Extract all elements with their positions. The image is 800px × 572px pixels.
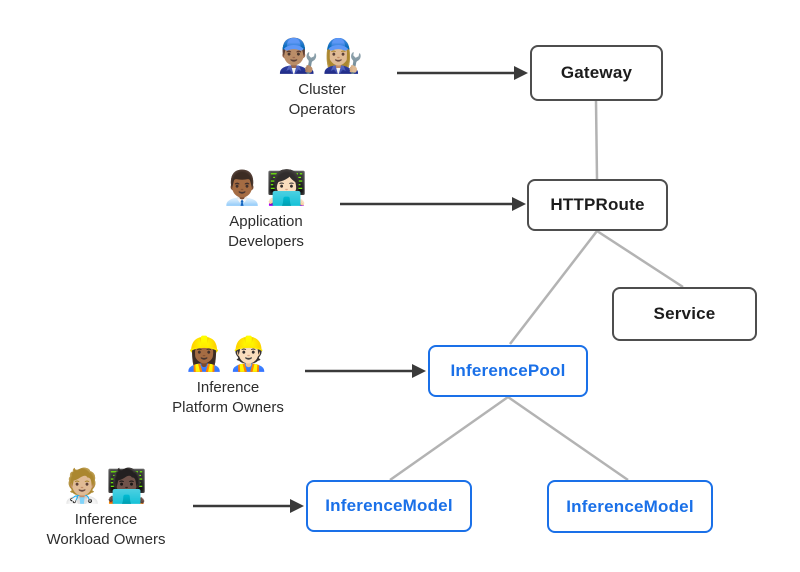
node-inferencemodel-left: InferenceModel (306, 480, 472, 532)
label-line: Cluster (298, 81, 346, 98)
node-gateway: Gateway (530, 45, 663, 101)
label-line: Operators (288, 101, 356, 119)
application-developers-emoji: 👨🏾‍💼👩🏻‍💻 (221, 169, 311, 206)
cluster-operators-label: Cluster Operators (242, 80, 402, 121)
inference-platform-owners-emoji: 👷🏾‍♀️👷🏻 (183, 335, 273, 372)
edge-inferencepool-inferencemodel-right (507, 395, 629, 482)
application-developers-label: Application Developers (186, 212, 346, 253)
inference-workload-owners-label: Inference Workload Owners (16, 510, 196, 551)
node-httproute: HTTPRoute (527, 179, 668, 231)
node-inferencepool-label: InferencePool (450, 361, 566, 380)
arrowhead-inference-platform-owners (412, 364, 426, 378)
label-line: Inference (74, 511, 138, 528)
node-service: Service (612, 287, 757, 341)
label-line: Workload Owners (46, 531, 166, 549)
node-inferencemodel-right-label: InferenceModel (566, 496, 694, 516)
persona-application-developers: 👨🏾‍💼👩🏻‍💻 Application Developers (186, 168, 346, 253)
persona-cluster-operators: 👨🏽‍🔧👩🏼‍🔧 Cluster Operators (242, 36, 402, 121)
arrowhead-application-developers (512, 197, 526, 211)
node-inferencemodel-left-label: InferenceModel (325, 496, 453, 515)
inference-platform-owners-label: Inference Platform Owners (138, 378, 318, 419)
persona-inference-platform-owners: 👷🏾‍♀️👷🏻 Inference Platform Owners (138, 334, 318, 419)
cluster-operators-emoji: 👨🏽‍🔧👩🏼‍🔧 (277, 37, 367, 74)
inference-workload-owners-emoji: 🧑🏼‍⚕️🧑🏿‍💻 (61, 467, 151, 504)
label-line: Platform Owners (172, 399, 284, 417)
edge-httproute-service (596, 229, 684, 289)
node-service-label: Service (653, 304, 716, 323)
label-line: Developers (228, 233, 304, 251)
label-line: Inference (196, 379, 260, 396)
arrowhead-cluster-operators (514, 66, 528, 80)
arrowhead-inference-workload-owners (290, 499, 304, 513)
edge-inferencepool-inferencemodel-left (389, 395, 509, 482)
node-inferencepool: InferencePool (428, 345, 588, 397)
persona-inference-workload-owners: 🧑🏼‍⚕️🧑🏿‍💻 Inference Workload Owners (16, 466, 196, 551)
node-inferencemodel-right: InferenceModel (547, 480, 713, 533)
label-line: Application (229, 213, 303, 230)
edge-httproute-inferencepool (509, 230, 598, 345)
edge-gateway-httproute (594, 100, 599, 180)
node-httproute-label: HTTPRoute (550, 195, 645, 214)
node-gateway-label: Gateway (560, 63, 633, 82)
